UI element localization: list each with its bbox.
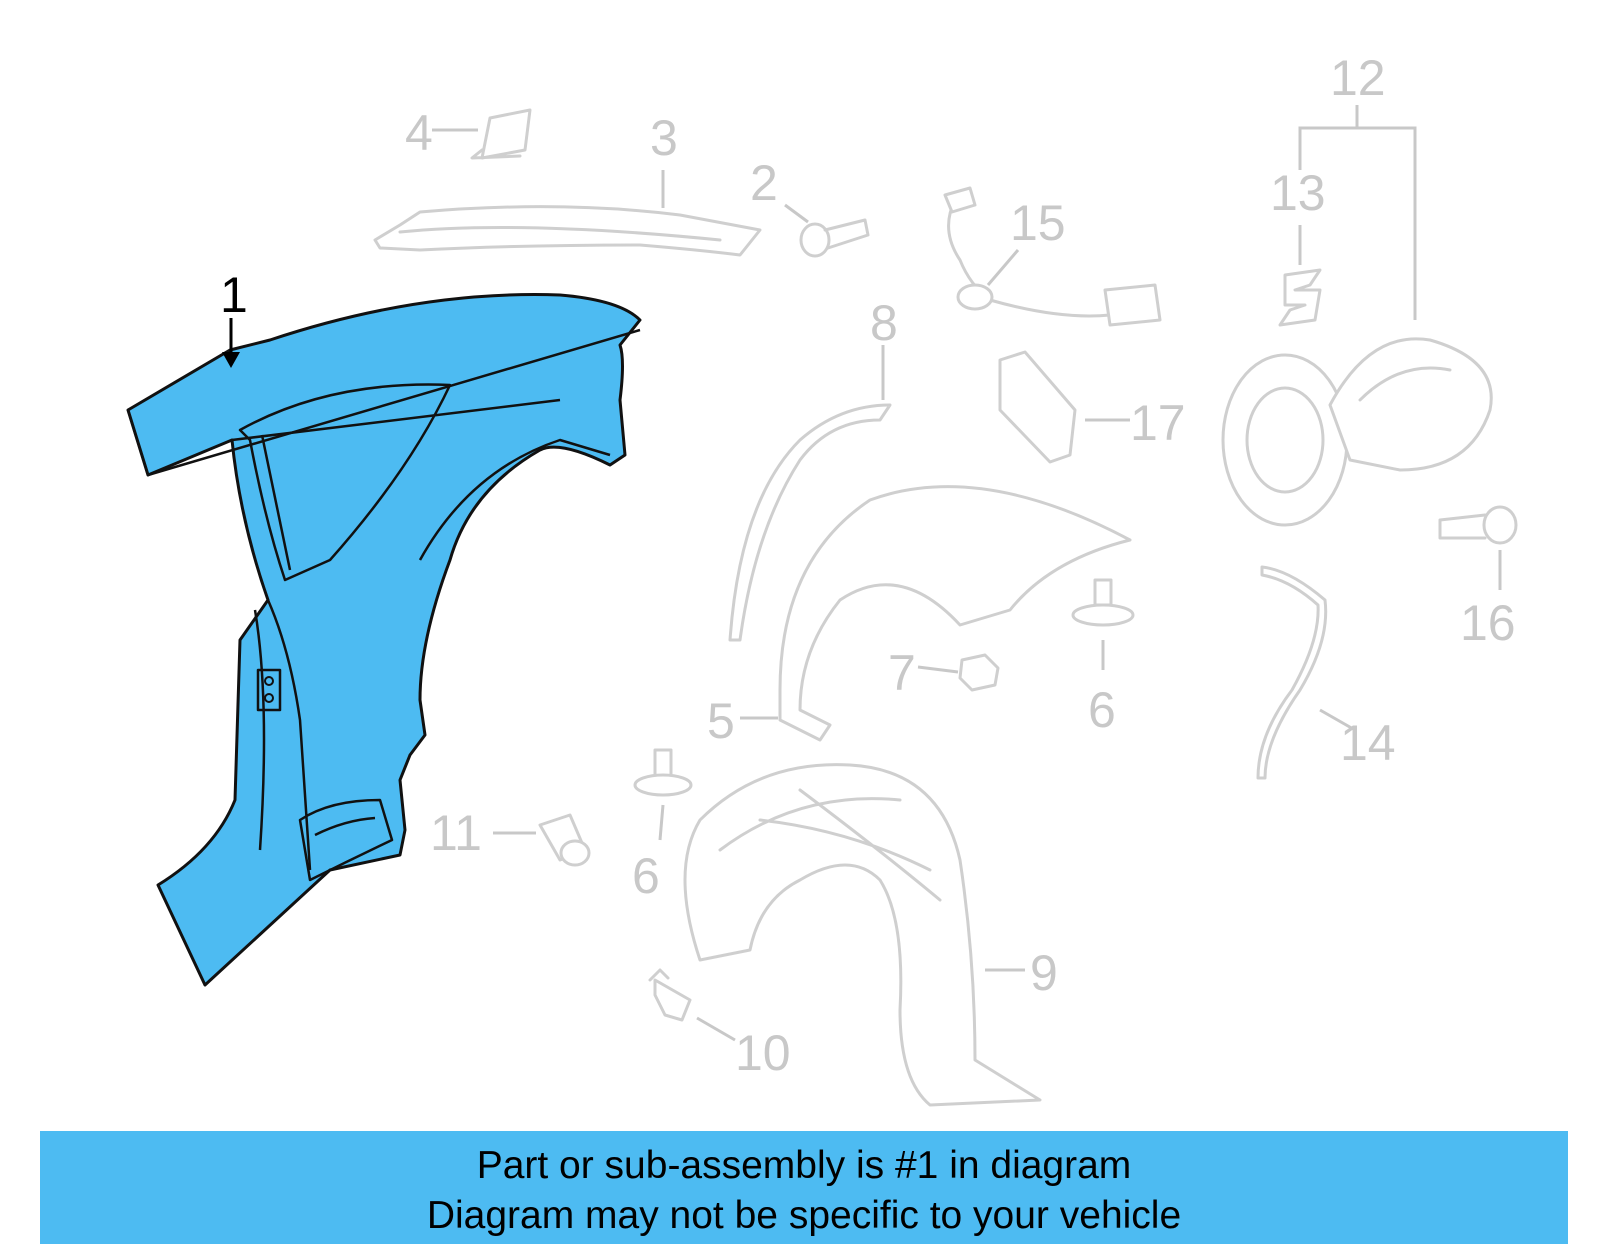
- callout-14[interactable]: 14: [1340, 715, 1396, 771]
- callout-16[interactable]: 16: [1460, 595, 1516, 651]
- vehicle-disclaimer: Diagram may not be specific to your vehi…: [426, 1194, 1182, 1237]
- part-12-fuel-door[interactable]: [1221, 337, 1493, 527]
- arrow-6b: [658, 804, 665, 841]
- part-3-rail[interactable]: [373, 205, 762, 257]
- callout-2[interactable]: 2: [750, 155, 778, 211]
- diagram-note-banner: Part or sub-assembly is #1 in diagram Di…: [40, 1131, 1568, 1244]
- callout-6-lower[interactable]: 6: [632, 848, 660, 904]
- part-6-clip-lower[interactable]: [633, 748, 693, 797]
- part-11-plug[interactable]: [538, 813, 591, 867]
- callout-6-upper[interactable]: 6: [1088, 682, 1116, 738]
- part-5-fender-flare[interactable]: [778, 485, 1132, 742]
- arrow-14: [1319, 708, 1356, 732]
- part-4-block[interactable]: [470, 108, 532, 160]
- callout-4[interactable]: 4: [405, 105, 433, 161]
- part-17-switch[interactable]: [998, 350, 1077, 464]
- callout-11[interactable]: 11: [430, 805, 482, 861]
- part-9-wheelhouse-liner[interactable]: [683, 763, 1042, 1107]
- part-15-harness[interactable]: [943, 186, 1162, 327]
- arrow-2: [784, 203, 809, 224]
- part-14-cable[interactable]: [1256, 565, 1328, 780]
- callout-10[interactable]: 10: [735, 1025, 791, 1081]
- callout-5[interactable]: 5: [707, 693, 735, 749]
- callout-13[interactable]: 13: [1270, 165, 1326, 221]
- callout-7[interactable]: 7: [888, 645, 916, 701]
- part-6-clip-upper[interactable]: [1071, 578, 1135, 627]
- arrow-7: [917, 665, 959, 674]
- arrow-1-head: [222, 352, 240, 368]
- arrow-10: [696, 1016, 736, 1042]
- part-7-nut[interactable]: [958, 653, 1000, 692]
- callout-12[interactable]: 12: [1330, 50, 1386, 106]
- part-2-bolt[interactable]: [799, 218, 870, 258]
- part-1-quarter-panel[interactable]: [126, 293, 642, 987]
- part-note: Part or sub-assembly is #1 in diagram: [476, 1144, 1132, 1187]
- callout-9[interactable]: 9: [1030, 945, 1058, 1001]
- arrow-15: [986, 249, 1020, 286]
- part-10-bolt[interactable]: [648, 968, 692, 1022]
- callout-1[interactable]: 1: [220, 267, 248, 323]
- callout-8[interactable]: 8: [870, 295, 898, 351]
- callout-15[interactable]: 15: [1010, 195, 1066, 251]
- parts-diagram: 1 2 3 4 5 6 6 7 8 9 10 11 12 13 14 15 16…: [126, 50, 1518, 1107]
- part-13-emblem[interactable]: [1278, 268, 1322, 327]
- callout-3[interactable]: 3: [650, 110, 678, 166]
- part-16-bolt[interactable]: [1438, 505, 1518, 545]
- part-8-strip[interactable]: [728, 403, 892, 642]
- bracket-12: [1298, 105, 1417, 320]
- callout-17[interactable]: 17: [1130, 395, 1186, 451]
